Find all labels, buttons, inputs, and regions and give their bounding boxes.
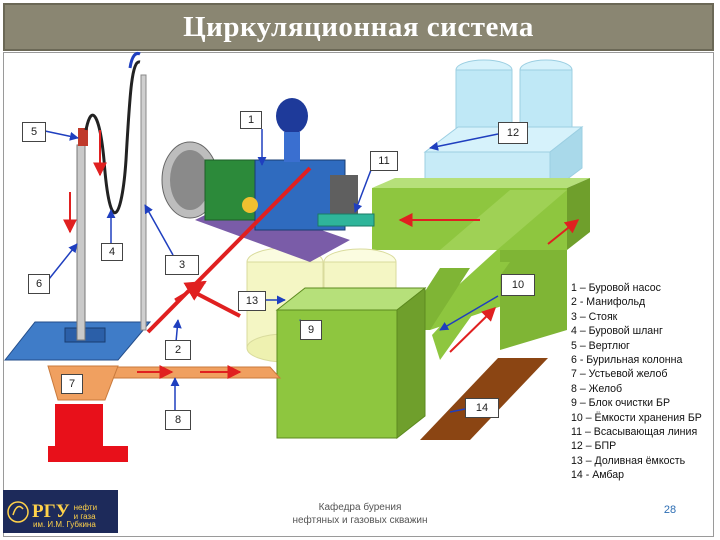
callout-12: 12 — [498, 122, 528, 144]
legend-item: 8 – Желоб — [571, 382, 623, 395]
callout-11: 11 — [370, 151, 398, 171]
callout-6: 6 — [28, 274, 50, 294]
department-caption: Кафедра бурения нефтяных и газовых скваж… — [270, 501, 450, 527]
callout-9: 9 — [300, 320, 322, 340]
legend-item: 1 – Буровой насос — [571, 282, 661, 294]
legend-item: 10 – Ёмкости хранения БР — [571, 411, 702, 424]
legend-item: 14 - Амбар — [571, 469, 625, 482]
logo-side-line-2: и газа — [73, 511, 96, 521]
suction-line — [317, 213, 375, 227]
page-title: Циркуляционная система — [183, 10, 534, 43]
legend-item: 5 – Вертлюг — [571, 339, 630, 352]
mud-pump — [161, 98, 358, 262]
legend-item: 9 – Блок очистки БР — [571, 397, 671, 410]
legend: 1 – Буровой насос 2 - Манифольд 3 – Стоя… — [571, 281, 711, 483]
callout-8: 8 — [165, 410, 191, 430]
callout-3: 3 — [165, 255, 199, 275]
content-frame — [3, 52, 714, 537]
chute — [47, 365, 282, 462]
callout-4: 4 — [101, 243, 123, 261]
flow-arrow-manifold — [174, 280, 207, 302]
legend-item: 7 – Устьевой желоб — [571, 368, 668, 381]
flow-line-refill — [189, 288, 241, 318]
logo-side-text: нефти и газа — [74, 503, 97, 521]
callout-7: 7 — [61, 374, 83, 394]
legend-item: 12 – БПР — [571, 440, 617, 453]
legend-item: 6 - Бурильная колонна — [571, 354, 683, 367]
callout-1: 1 — [240, 111, 262, 129]
logo-text: РГУ — [32, 500, 70, 522]
logo-bottom-text: им. И.М. Губкина — [33, 520, 96, 529]
flow-arrow-tanks-2 — [547, 219, 580, 245]
cleaning-block — [275, 286, 427, 440]
callout-13: 13 — [238, 291, 266, 311]
legend-item: 11 – Всасывающая линия — [571, 426, 698, 439]
legend-item: 4 – Буровой шланг — [571, 325, 663, 338]
rig — [3, 51, 152, 361]
callout-10: 10 — [501, 274, 535, 296]
flow-line-manifold — [146, 166, 312, 334]
logo-emblem-icon — [7, 500, 29, 523]
title-bar: Циркуляционная система — [3, 3, 714, 51]
university-logo: РГУ нефти и газа им. И.М. Губкина — [3, 490, 118, 533]
callout-2: 2 — [165, 340, 191, 360]
callout-5: 5 — [22, 122, 46, 142]
flow-arrows — [63, 130, 580, 379]
page-number: 28 — [663, 504, 677, 516]
logo-side-line-1: нефти — [73, 502, 98, 512]
department-line-1: Кафедра бурения — [318, 502, 402, 513]
legend-item: 13 – Доливная ёмкость — [571, 454, 686, 467]
legend-item: 3 – Стояк — [571, 310, 618, 323]
department-line-2: нефтяных и газовых скважин — [292, 515, 428, 526]
callout-14: 14 — [465, 398, 499, 418]
flow-arrow-cleaning — [449, 307, 497, 353]
legend-item: 2 - Манифольд — [571, 296, 646, 309]
